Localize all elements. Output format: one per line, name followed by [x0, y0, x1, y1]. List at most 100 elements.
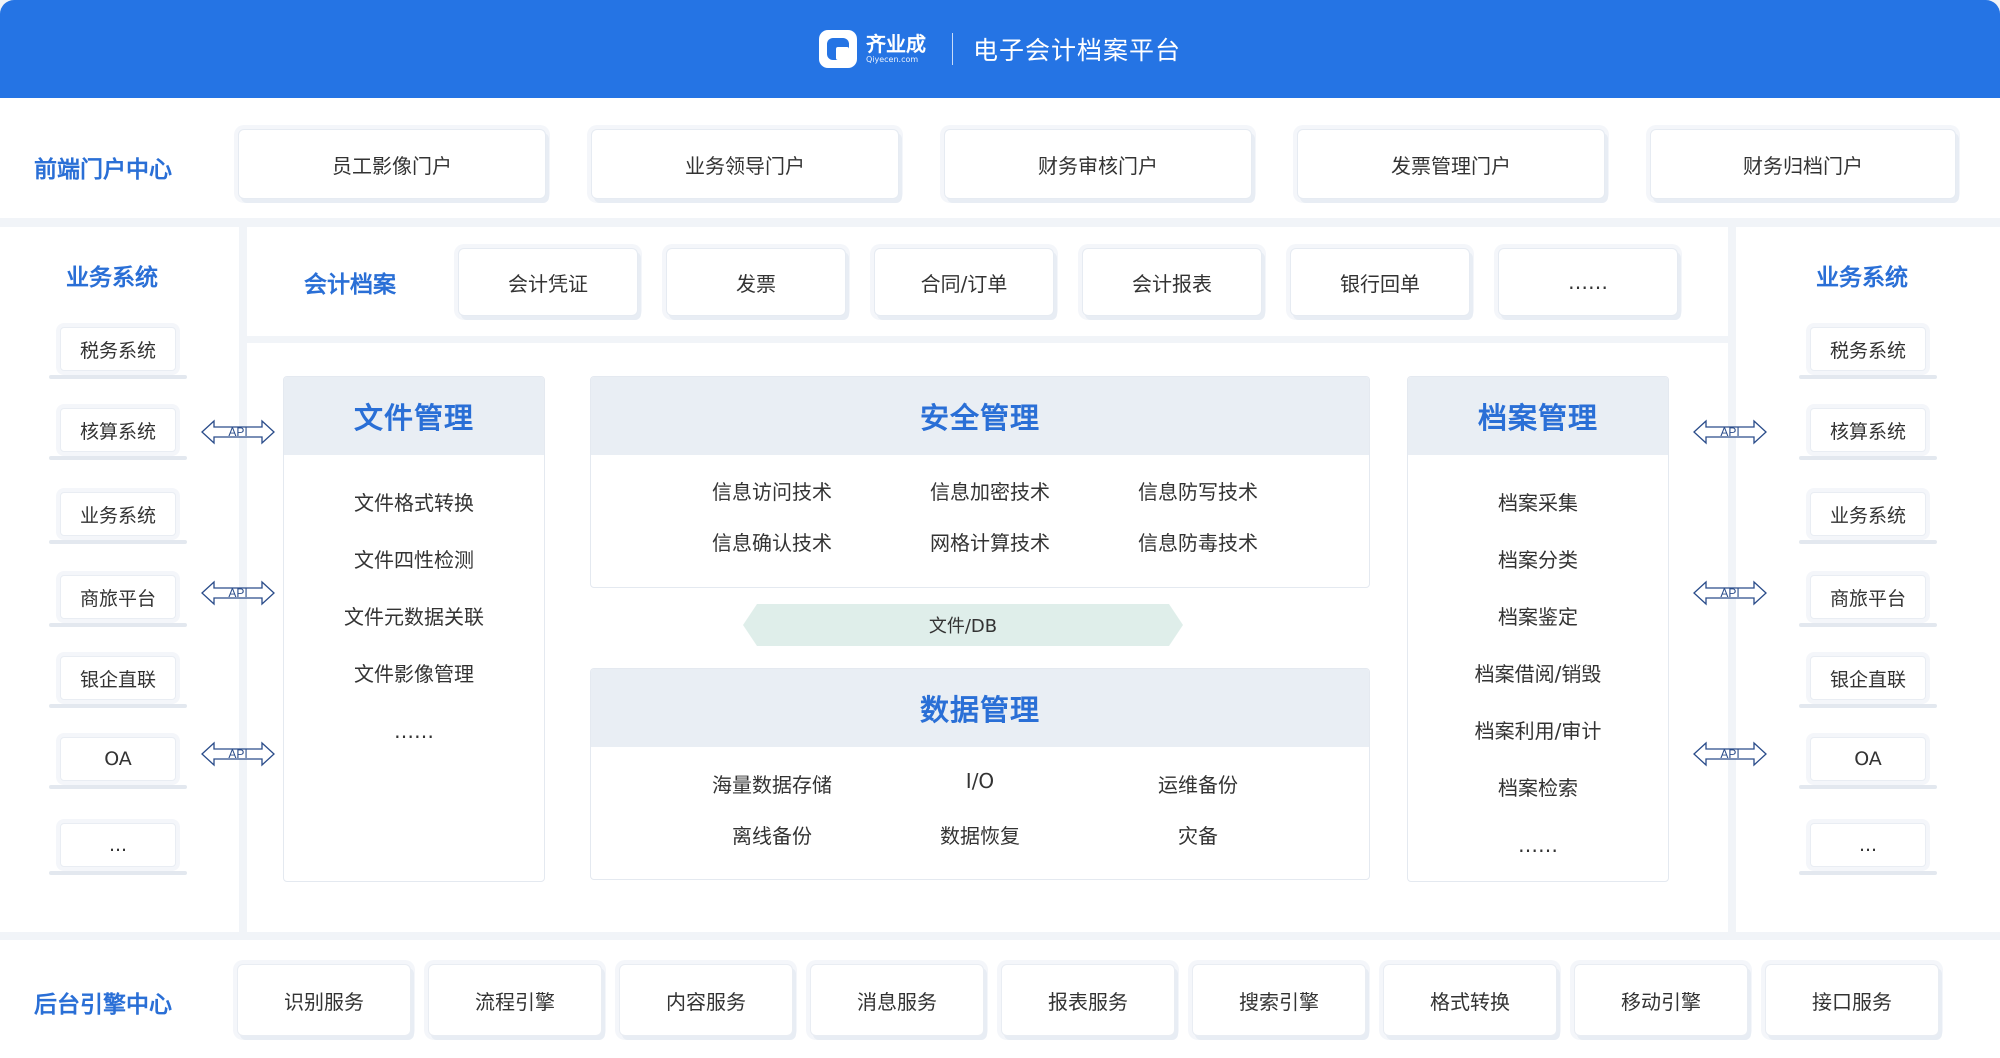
data-management-panel: 数据管理 海量数据存储 I/O 运维备份 离线备份 数据恢复 灾备 [590, 668, 1370, 880]
engine-mobile[interactable]: 移动引擎 [1574, 964, 1748, 1036]
api-connector-left-2: API [201, 579, 275, 607]
file-management-panel: 文件管理 文件格式转换 文件四性检测 文件元数据关联 文件影像管理 …… [283, 376, 545, 882]
left-system-oa[interactable]: OA [49, 737, 187, 789]
archive-management-item: …… [1518, 833, 1558, 857]
security-item: 信息防写技术 [1138, 480, 1258, 504]
api-connector-right-3: API [1693, 740, 1767, 768]
api-label: API [1720, 586, 1740, 600]
engine-search[interactable]: 搜索引擎 [1192, 964, 1366, 1036]
logo-name: 齐业成 [865, 32, 926, 56]
data-item: 灾备 [1178, 824, 1218, 848]
portal-finance-review[interactable]: 财务审核门户 [944, 129, 1252, 199]
file-management-title: 文件管理 [284, 377, 544, 455]
archive-management-list: 档案采集 档案分类 档案鉴定 档案借阅/销毁 档案利用/审计 档案检索 …… [1408, 455, 1668, 874]
double-arrow-icon [1693, 580, 1767, 606]
left-system-accounting[interactable]: 核算系统 [49, 408, 187, 460]
right-separator [1728, 227, 1736, 932]
security-management-grid: 信息访问技术 信息加密技术 信息防写技术 信息确认技术 网格计算技术 信息防毒技… [591, 377, 1369, 587]
engine-content-service[interactable]: 内容服务 [619, 964, 793, 1036]
right-system-oa[interactable]: OA [1799, 737, 1937, 789]
engine-recognition-service[interactable]: 识别服务 [237, 964, 411, 1036]
right-system-accounting[interactable]: 核算系统 [1799, 408, 1937, 460]
archive-row-separator [247, 336, 1728, 343]
right-system-tax[interactable]: 税务系统 [1799, 327, 1937, 379]
archive-bank-receipt[interactable]: 银行回单 [1290, 248, 1470, 316]
right-system-more[interactable]: ... [1799, 823, 1937, 875]
archive-management-item: 档案利用/审计 [1474, 719, 1602, 743]
archive-management-item: 档案检索 [1498, 776, 1578, 800]
left-system-more[interactable]: ... [49, 823, 187, 875]
qiyecen-logo-icon [818, 30, 857, 68]
engine-message-service[interactable]: 消息服务 [810, 964, 984, 1036]
engine-report-service[interactable]: 报表服务 [1001, 964, 1175, 1036]
page-title: 电子会计档案平台 [972, 36, 1181, 65]
file-db-double-arrow [743, 604, 1183, 646]
engine-format-conversion[interactable]: 格式转换 [1383, 964, 1557, 1036]
file-management-item: 文件元数据关联 [344, 605, 484, 629]
app-header: 齐业成 Qiyecen.com 电子会计档案平台 [0, 0, 2000, 98]
portal-invoice-management[interactable]: 发票管理门户 [1297, 129, 1605, 199]
security-item: 信息防毒技术 [1138, 531, 1258, 555]
file-management-item: …… [394, 719, 434, 743]
api-label: API [1720, 425, 1740, 439]
archive-invoice[interactable]: 发票 [666, 248, 846, 316]
logo-domain: Qiyecen.com [865, 55, 919, 64]
archive-management-item: 档案鉴定 [1498, 605, 1578, 629]
right-system-business[interactable]: 业务系统 [1799, 492, 1937, 544]
api-label: API [228, 586, 248, 600]
engine-workflow[interactable]: 流程引擎 [428, 964, 602, 1036]
left-system-business[interactable]: 业务系统 [49, 492, 187, 544]
right-system-bank[interactable]: 银企直联 [1799, 656, 1937, 708]
left-system-bank[interactable]: 银企直联 [49, 656, 187, 708]
data-item: I/O [965, 769, 995, 793]
left-separator [239, 227, 247, 932]
header-divider [951, 33, 953, 65]
archive-voucher[interactable]: 会计凭证 [458, 248, 638, 316]
security-item: 网格计算技术 [930, 531, 1050, 555]
double-arrow-icon [1693, 419, 1767, 445]
archive-management-item: 档案借阅/销毁 [1474, 662, 1602, 686]
api-label: API [228, 425, 248, 439]
file-management-list: 文件格式转换 文件四性检测 文件元数据关联 文件影像管理 …… [284, 455, 544, 760]
security-item: 信息访问技术 [712, 480, 832, 504]
data-item: 离线备份 [732, 824, 812, 848]
archive-report[interactable]: 会计报表 [1082, 248, 1262, 316]
file-management-item: 文件四性检测 [354, 548, 474, 572]
double-arrow-icon [201, 419, 275, 445]
portal-business-leader[interactable]: 业务领导门户 [591, 129, 899, 199]
file-management-item: 文件影像管理 [354, 662, 474, 686]
double-arrow-icon [201, 580, 275, 606]
api-connector-left-1: API [201, 418, 275, 446]
api-label: API [1720, 747, 1740, 761]
archive-management-panel: 档案管理 档案采集 档案分类 档案鉴定 档案借阅/销毁 档案利用/审计 档案检索… [1407, 376, 1669, 882]
portal-finance-archive[interactable]: 财务归档门户 [1650, 129, 1956, 199]
right-systems-title: 业务系统 [1816, 265, 1908, 291]
archive-more[interactable]: …… [1498, 248, 1678, 316]
double-arrow-icon [1693, 741, 1767, 767]
logo-text: 齐业成 Qiyecen.com [866, 33, 926, 65]
double-arrow-icon [201, 741, 275, 767]
archive-management-title: 档案管理 [1408, 377, 1668, 455]
left-system-travel[interactable]: 商旅平台 [49, 575, 187, 627]
security-management-title: 安全管理 [591, 377, 1369, 455]
api-label: API [228, 747, 248, 761]
data-item: 海量数据存储 [712, 773, 832, 797]
api-connector-right-1: API [1693, 418, 1767, 446]
archive-contract-order[interactable]: 合同/订单 [874, 248, 1054, 316]
engine-interface-service[interactable]: 接口服务 [1765, 964, 1939, 1036]
security-management-panel: 安全管理 信息访问技术 信息加密技术 信息防写技术 信息确认技术 网格计算技术 … [590, 376, 1370, 588]
api-connector-right-2: API [1693, 579, 1767, 607]
data-management-grid: 海量数据存储 I/O 运维备份 离线备份 数据恢复 灾备 [591, 669, 1369, 879]
left-systems-title: 业务系统 [66, 265, 158, 291]
right-system-travel[interactable]: 商旅平台 [1799, 575, 1937, 627]
api-connector-left-3: API [201, 740, 275, 768]
portal-employee-image[interactable]: 员工影像门户 [238, 129, 546, 199]
left-system-tax[interactable]: 税务系统 [49, 327, 187, 379]
accounting-archive-title: 会计档案 [304, 272, 396, 298]
file-management-item: 文件格式转换 [354, 491, 474, 515]
archive-management-item: 档案分类 [1498, 548, 1578, 572]
security-item: 信息确认技术 [712, 531, 832, 555]
engine-center-title: 后台引擎中心 [34, 992, 172, 1018]
data-management-title: 数据管理 [591, 669, 1369, 747]
archive-management-item: 档案采集 [1498, 491, 1578, 515]
